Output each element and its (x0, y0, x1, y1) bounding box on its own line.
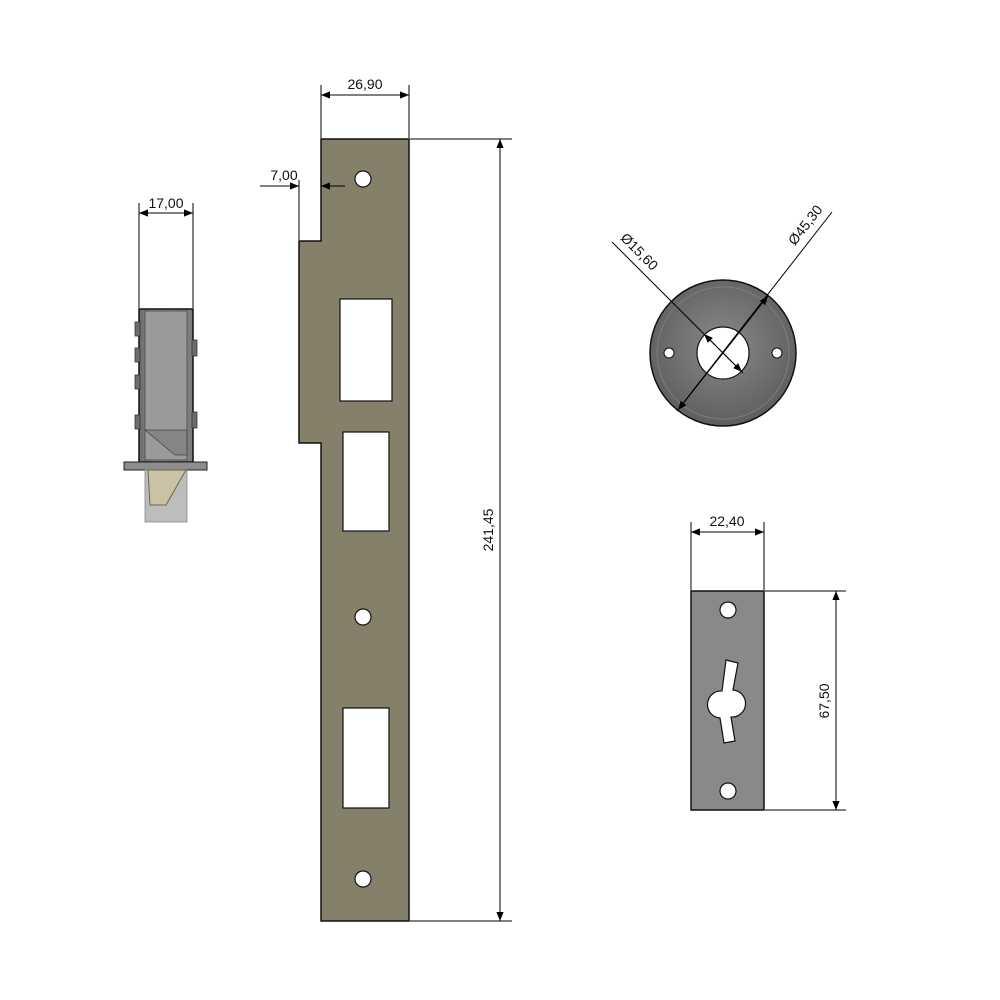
screw-hole (354, 870, 372, 888)
dimension-strike-height: 241,45 (410, 138, 512, 922)
lock-side-tab (134, 414, 141, 430)
rosette-screw-hole (663, 347, 675, 359)
lock-side-tab (134, 374, 141, 390)
strike-slot (342, 431, 390, 532)
dimension-label: Ø15,60 (618, 230, 662, 274)
lock-side-tab (191, 339, 198, 357)
latch-bolt (147, 469, 187, 506)
dimension-label: 241,45 (480, 508, 496, 551)
strike-slot (342, 707, 390, 809)
lock-faceplate (123, 461, 208, 471)
lock-side-tab (134, 321, 141, 337)
dimension-label: 17,00 (148, 195, 183, 211)
dimension-escutcheon-width: 22,40 (690, 513, 765, 590)
dimension-strike-width: 26,90 (320, 76, 410, 138)
strike-slot (339, 298, 393, 402)
dimension-label: 22,40 (709, 513, 744, 529)
screw-hole (354, 608, 372, 626)
rosette-screw-hole (771, 347, 783, 359)
escutcheon-plate (690, 590, 765, 811)
dimension-label: Ø45,30 (785, 202, 826, 248)
escutcheon-screw-hole (719, 601, 737, 619)
dimension-strike-notch: 7,00 (260, 167, 345, 240)
screw-hole (354, 170, 372, 188)
dimension-escutcheon-height: 67,50 (765, 590, 846, 811)
lock-side-tab (191, 411, 198, 429)
keyhole-icon (706, 659, 747, 744)
escutcheon-screw-hole (719, 782, 737, 800)
dimension-lock-body-width: 17,00 (138, 195, 194, 308)
dimension-label: 26,90 (347, 76, 382, 92)
rosette-bevel (656, 286, 790, 420)
lock-side-tab (134, 347, 141, 363)
lock-body-side-view (123, 308, 208, 523)
lock-bracket (143, 429, 188, 456)
dimension-label: 7,00 (270, 167, 297, 183)
dimension-label: 67,50 (816, 683, 832, 718)
strike-plate (298, 138, 410, 922)
